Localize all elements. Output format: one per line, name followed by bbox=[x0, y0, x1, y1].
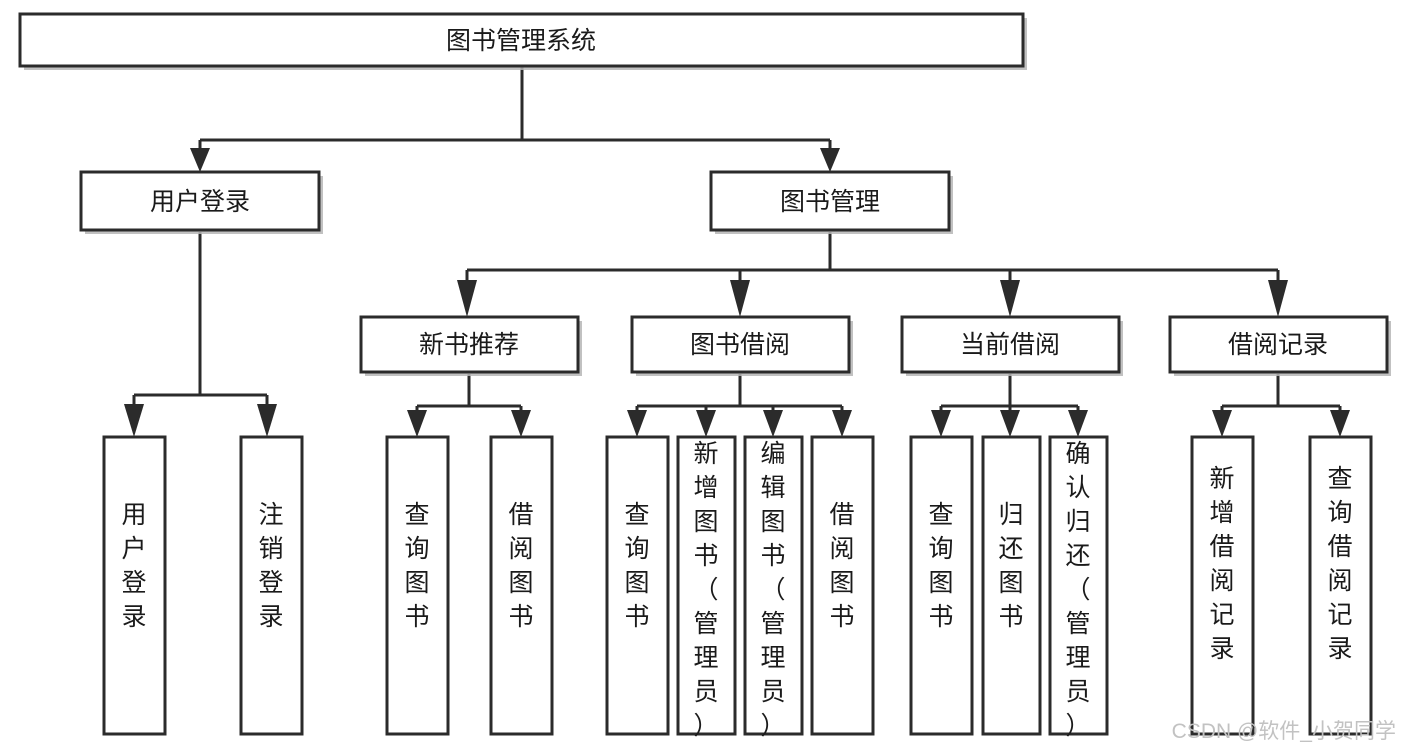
arrow-leaf-logout bbox=[257, 404, 277, 437]
node-leaf-query-book-3[interactable]: 查询图书 bbox=[909, 435, 974, 736]
node-leaf-borrow-book-2-box[interactable] bbox=[810, 435, 875, 736]
arrow-leaf-query-book-3 bbox=[931, 410, 951, 437]
node-leaf-borrow-book-2[interactable]: 借阅图书 bbox=[810, 435, 875, 736]
arrow-leaf-borrow-book-1 bbox=[511, 410, 531, 437]
node-book-borrow-label: 图书借阅 bbox=[690, 331, 790, 359]
arrow-leaf-query-book-1 bbox=[407, 410, 427, 437]
node-leaf-query-book-1-label: 查询图书 bbox=[404, 501, 429, 631]
node-leaf-query-book-2-box[interactable] bbox=[605, 435, 670, 736]
node-leaf-confirm-return-label: 确认归还（管理员） bbox=[1065, 440, 1090, 740]
node-leaf-query-book-3-box[interactable] bbox=[909, 435, 974, 736]
node-leaf-add-record[interactable]: 新增借阅记录 bbox=[1190, 435, 1255, 736]
node-user-login[interactable]: 用户登录 bbox=[79, 170, 323, 234]
arrow-book-manage bbox=[820, 148, 840, 172]
node-new-book-rec-box[interactable] bbox=[359, 315, 580, 374]
arrow-new-book-rec bbox=[457, 280, 477, 317]
arrow-book-borrow bbox=[730, 280, 750, 317]
arrow-current-borrow bbox=[1000, 280, 1020, 317]
node-root-box[interactable] bbox=[18, 12, 1025, 68]
node-leaf-add-record-label: 新增借阅记录 bbox=[1209, 465, 1234, 663]
arrow-leaf-query-book-2 bbox=[627, 410, 647, 437]
node-leaf-user-login-label: 用户登录 bbox=[121, 501, 146, 631]
node-leaf-add-book-box[interactable] bbox=[676, 435, 737, 736]
node-book-borrow[interactable]: 图书借阅 bbox=[630, 315, 853, 376]
node-leaf-query-book-1[interactable]: 查询图书 bbox=[385, 435, 450, 736]
node-leaf-user-login-box[interactable] bbox=[102, 435, 167, 736]
node-leaf-edit-book-label: 编辑图书（管理员） bbox=[760, 440, 785, 740]
node-root[interactable]: 图书管理系统 bbox=[18, 12, 1027, 70]
node-borrow-record-box[interactable] bbox=[1168, 315, 1389, 374]
node-leaf-confirm-return-box[interactable] bbox=[1048, 435, 1109, 736]
node-leaf-query-record-label: 查询借阅记录 bbox=[1327, 465, 1352, 663]
node-leaf-logout-label: 注销登录 bbox=[258, 501, 283, 631]
node-leaf-borrow-book-2-label: 借阅图书 bbox=[829, 501, 854, 631]
node-leaf-query-book-1-box[interactable] bbox=[385, 435, 450, 736]
node-leaf-add-book[interactable]: 新增图书（管理员） bbox=[676, 435, 737, 740]
node-user-login-box[interactable] bbox=[79, 170, 321, 232]
node-current-borrow-label: 当前借阅 bbox=[960, 331, 1060, 359]
node-leaf-edit-book[interactable]: 编辑图书（管理员） bbox=[743, 435, 804, 740]
node-leaf-query-book-2[interactable]: 查询图书 bbox=[605, 435, 670, 736]
node-leaf-logout-box[interactable] bbox=[239, 435, 304, 736]
node-new-book-rec[interactable]: 新书推荐 bbox=[359, 315, 582, 376]
node-leaf-query-book-3-label: 查询图书 bbox=[928, 501, 953, 631]
node-root-label: 图书管理系统 bbox=[446, 27, 596, 55]
node-new-book-rec-label: 新书推荐 bbox=[419, 331, 519, 359]
node-leaf-return-book-label: 归还图书 bbox=[998, 501, 1023, 631]
csdn-watermark: CSDN @软件_小贺同学 bbox=[1172, 720, 1396, 743]
node-leaf-edit-book-box[interactable] bbox=[743, 435, 804, 736]
node-leaf-return-book-box[interactable] bbox=[981, 435, 1042, 736]
arrow-leaf-add-book bbox=[696, 410, 716, 437]
node-book-borrow-box[interactable] bbox=[630, 315, 851, 374]
node-leaf-borrow-book-1-label: 借阅图书 bbox=[508, 501, 533, 631]
node-leaf-add-book-label: 新增图书（管理员） bbox=[693, 440, 718, 740]
arrow-leaf-query-record bbox=[1330, 410, 1350, 437]
node-book-manage-box[interactable] bbox=[709, 170, 951, 232]
arrow-user-login bbox=[190, 148, 210, 172]
arrow-leaf-return-book bbox=[1000, 410, 1020, 437]
arrow-leaf-confirm-return bbox=[1068, 410, 1088, 437]
node-book-manage-label: 图书管理 bbox=[780, 188, 880, 216]
node-user-login-label: 用户登录 bbox=[150, 188, 250, 216]
node-book-manage[interactable]: 图书管理 bbox=[709, 170, 953, 234]
node-leaf-query-record[interactable]: 查询借阅记录 bbox=[1308, 435, 1373, 736]
arrow-leaf-edit-book bbox=[763, 410, 783, 437]
arrow-borrow-record bbox=[1268, 280, 1288, 317]
edge-layer bbox=[124, 67, 1350, 437]
arrow-leaf-add-record bbox=[1212, 410, 1232, 437]
node-borrow-record[interactable]: 借阅记录 bbox=[1168, 315, 1391, 376]
node-leaf-user-login[interactable]: 用户登录 bbox=[102, 435, 167, 736]
node-leaf-logout[interactable]: 注销登录 bbox=[239, 435, 304, 736]
node-leaf-confirm-return[interactable]: 确认归还（管理员） bbox=[1048, 435, 1109, 740]
arrow-leaf-user-login bbox=[124, 404, 144, 437]
node-leaf-query-book-2-label: 查询图书 bbox=[624, 501, 649, 631]
node-leaf-query-record-box[interactable] bbox=[1308, 435, 1373, 736]
node-leaf-borrow-book-1[interactable]: 借阅图书 bbox=[489, 435, 554, 736]
node-current-borrow[interactable]: 当前借阅 bbox=[900, 315, 1123, 376]
node-borrow-record-label: 借阅记录 bbox=[1228, 331, 1328, 359]
node-leaf-borrow-book-1-box[interactable] bbox=[489, 435, 554, 736]
node-current-borrow-box[interactable] bbox=[900, 315, 1121, 374]
arrow-leaf-borrow-book-2 bbox=[832, 410, 852, 437]
node-leaf-return-book[interactable]: 归还图书 bbox=[981, 435, 1042, 736]
node-leaf-add-record-box[interactable] bbox=[1190, 435, 1255, 736]
